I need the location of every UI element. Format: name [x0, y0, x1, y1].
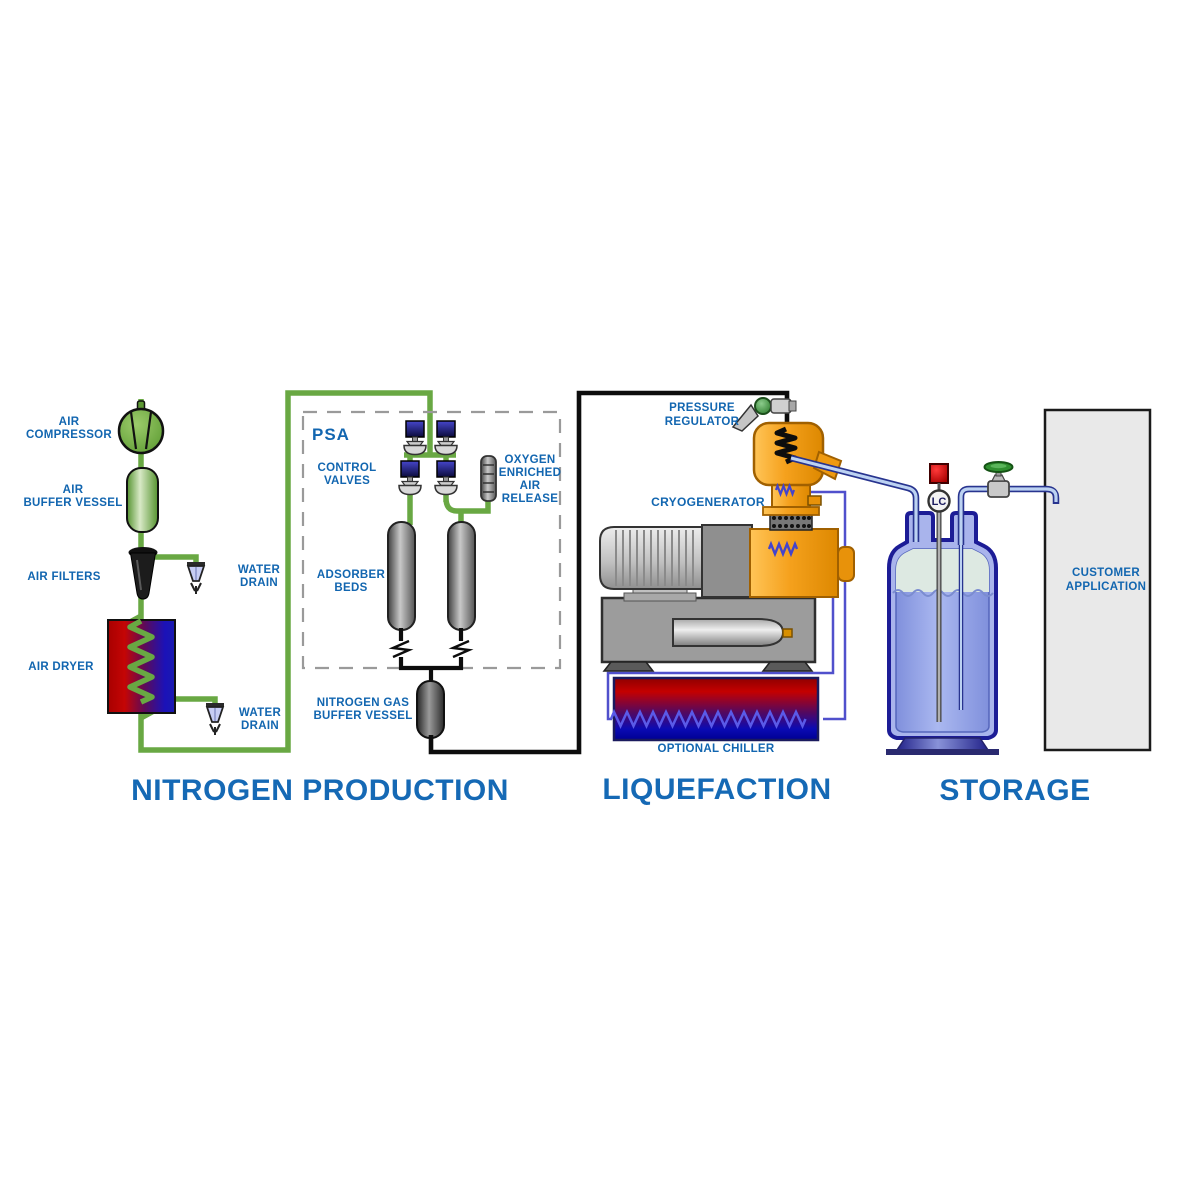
chiller-coil	[609, 708, 807, 730]
control-valve-1	[403, 420, 427, 456]
adsorber-bed-right	[447, 521, 476, 631]
level-indicator-red	[929, 463, 949, 484]
liquefaction-section: PRESSURE REGULATOR CRYOGENERATOR OPTIONA…	[428, 390, 855, 755]
filter-body	[129, 552, 157, 600]
cryo-pump-block	[749, 528, 839, 598]
label-psa: PSA	[312, 425, 350, 444]
header-storage: STORAGE	[939, 774, 1090, 807]
pressure-regulator	[731, 397, 797, 432]
label-air-buffer-vessel-2: BUFFER VESSEL	[23, 497, 122, 509]
valve-bonnet	[991, 474, 1006, 482]
cryo-flange	[762, 506, 820, 516]
label-adsorber-beds: ADSORBER	[317, 569, 386, 581]
bed-outlet-manifold	[388, 628, 474, 683]
label-water-drain-1: WATER	[238, 564, 281, 576]
outlet-valve	[983, 461, 1014, 498]
lc-instrument	[927, 489, 951, 513]
label-oxygen-release: OXYGEN	[504, 454, 555, 466]
control-valve-3	[398, 460, 422, 496]
label-air-filters: AIR FILTERS	[27, 571, 100, 583]
label-oxygen-release-2: ENRICHED	[499, 467, 561, 479]
air-buffer-vessel	[126, 467, 159, 533]
label-control-valves: CONTROL	[318, 462, 377, 474]
label-air-buffer-vessel: AIR	[63, 484, 84, 496]
tank-gas-space	[896, 549, 989, 592]
regulator-body	[770, 398, 792, 414]
air-dryer	[107, 619, 176, 714]
customer-application-box	[1043, 408, 1152, 752]
label-water-drain-2: WATER	[239, 707, 282, 719]
cryo-neck-knob	[807, 495, 822, 506]
valve-body	[987, 480, 1010, 498]
label-control-valves-2: VALVES	[324, 475, 370, 487]
electric-motor	[599, 524, 753, 602]
skid-foot-left	[602, 661, 655, 672]
water-drain-1-icon	[186, 561, 206, 595]
optional-chiller	[609, 676, 820, 742]
header-nitrogen-production: NITROGEN PRODUCTION	[131, 774, 509, 807]
valve-handle-highlight	[990, 463, 1007, 469]
regulator-horn	[731, 403, 759, 432]
filter-highlight	[136, 559, 142, 591]
skid-foot-right	[761, 661, 814, 672]
motor-fins	[615, 530, 694, 586]
label-oxygen-release-3: AIR	[520, 480, 541, 492]
label-pressure-regulator-2: REGULATOR	[665, 416, 740, 428]
motor-coupling-housing	[701, 524, 753, 598]
cryo-pump-end-cylinder	[837, 546, 855, 582]
control-valve-2	[434, 420, 458, 456]
transfer-pipe	[790, 454, 920, 542]
label-air-compressor: AIR	[59, 416, 80, 428]
storage-section: LC CUSTOMER APPLICATION	[790, 408, 1152, 755]
coolant-line-1	[797, 490, 847, 721]
label-nitrogen-buffer-2: BUFFER VESSEL	[313, 710, 412, 722]
level-controller: LC	[927, 463, 951, 722]
water-drain-2-icon	[205, 702, 225, 736]
regulator-fitting	[788, 400, 797, 412]
air-compressor	[117, 400, 165, 455]
motor-pedestal-base	[623, 592, 697, 602]
tank-pedestal	[895, 737, 990, 751]
coupling-studs	[772, 516, 811, 528]
label-lc: LC	[932, 496, 947, 508]
air-filter	[128, 547, 158, 600]
label-cryogenerator: CRYOGENERATOR	[651, 495, 765, 509]
label-adsorber-beds-2: BEDS	[334, 582, 367, 594]
header-liquefaction: LIQUEFACTION	[602, 773, 831, 806]
compressor-vanes	[129, 411, 153, 450]
label-air-dryer: AIR DRYER	[28, 661, 94, 673]
cryo-pump-spring	[767, 540, 799, 558]
label-pressure-regulator: PRESSURE	[669, 402, 735, 414]
control-valve-4	[434, 460, 458, 496]
label-nitrogen-buffer: NITROGEN GAS	[317, 697, 409, 709]
cylinder-nozzle	[782, 628, 793, 638]
label-oxygen-release-4: RELEASE	[502, 493, 558, 505]
psa-boundary	[301, 410, 562, 670]
flex-break-symbols	[388, 639, 474, 659]
regulator-knob	[754, 397, 772, 415]
storage-tank	[886, 511, 999, 755]
liquid-surface	[892, 589, 994, 597]
tank-base-plate	[886, 749, 999, 755]
compressor-body	[117, 407, 165, 455]
cryo-neck-coil	[774, 482, 796, 498]
cryogenerator	[749, 421, 855, 598]
label-water-drain-1-2: DRAIN	[240, 577, 278, 589]
vessel-baffles	[483, 464, 494, 493]
label-customer-application: CUSTOMER	[1072, 567, 1140, 579]
buffer-cylinder	[672, 618, 793, 647]
label-optional-chiller: OPTIONAL CHILLER	[657, 743, 774, 755]
oxygen-release-vessel	[480, 455, 497, 502]
label-customer-application-2: APPLICATION	[1066, 581, 1146, 593]
air-dryer-coil	[127, 618, 155, 705]
label-water-drain-2-2: DRAIN	[241, 720, 279, 732]
section-headers: NITROGEN PRODUCTION LIQUEFACTION STORAGE	[131, 773, 1090, 807]
chiller-body	[612, 676, 820, 742]
label-air-compressor-2: COMPRESSOR	[26, 429, 112, 441]
nitrogen-production-section: AIR COMPRESSOR AIR BUFFER VESSEL AIR FIL…	[23, 390, 562, 753]
adsorber-bed-left	[387, 521, 416, 631]
nitrogen-buffer-vessel	[416, 680, 445, 739]
